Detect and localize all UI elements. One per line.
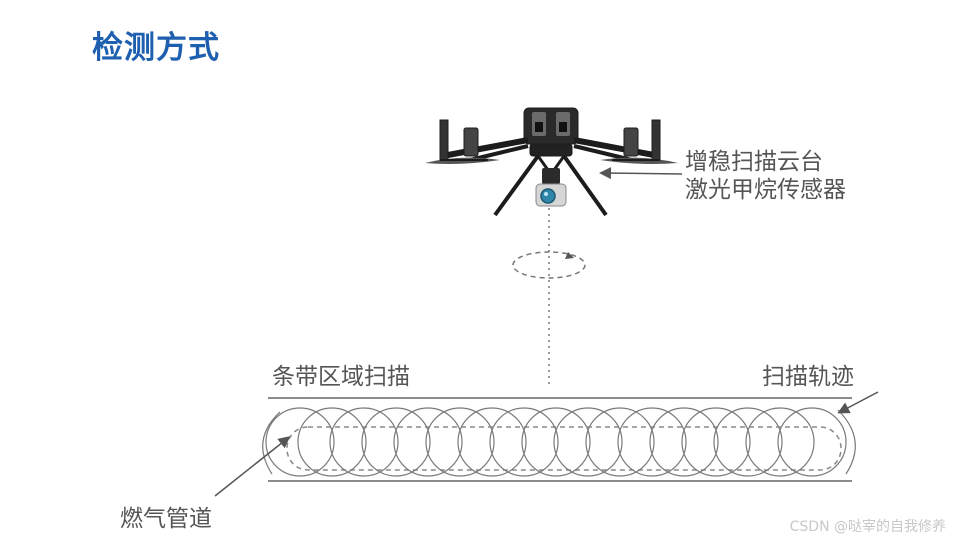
scan-loop [649, 407, 719, 477]
scan-loop [489, 407, 559, 477]
scan-loop [361, 407, 431, 477]
scan-loop [393, 407, 463, 477]
scan-loop [521, 407, 591, 477]
pipeline-label: 燃气管道 [120, 506, 212, 532]
rotation-arrow-icon [512, 251, 586, 279]
scan-loop [681, 407, 751, 477]
scan-trajectory [262, 407, 856, 477]
scan-loop [617, 407, 687, 477]
scan-loop [297, 407, 367, 477]
scan-loop-right-cap [837, 409, 856, 475]
scan-loop [553, 407, 623, 477]
page-title: 检测方式 [92, 30, 220, 66]
gimbal-label: 增稳扫描云台 [685, 149, 823, 175]
watermark: CSDN @哒宰的自我修养 [789, 519, 946, 535]
scan-loop-left-cap [262, 411, 281, 475]
laser-sensor-icon [535, 168, 567, 207]
scan-loop [745, 407, 815, 477]
scan-track-pointer-arrow [837, 391, 879, 414]
pipeline-pointer-arrow [214, 436, 291, 497]
scan-loop [265, 407, 335, 477]
scan-band-label: 条带区域扫描 [272, 364, 410, 390]
scan-loop [777, 407, 847, 477]
scan-loop [329, 407, 399, 477]
scan-loop [585, 407, 655, 477]
gas-pipeline [286, 426, 842, 471]
scan-loop [457, 407, 527, 477]
drone-icon [425, 107, 678, 217]
scan-loop [425, 407, 495, 477]
scan-track-label: 扫描轨迹 [762, 364, 854, 390]
sensor-label: 激光甲烷传感器 [685, 177, 846, 203]
sensor-pointer-arrow [599, 167, 683, 180]
scan-loop [713, 407, 783, 477]
